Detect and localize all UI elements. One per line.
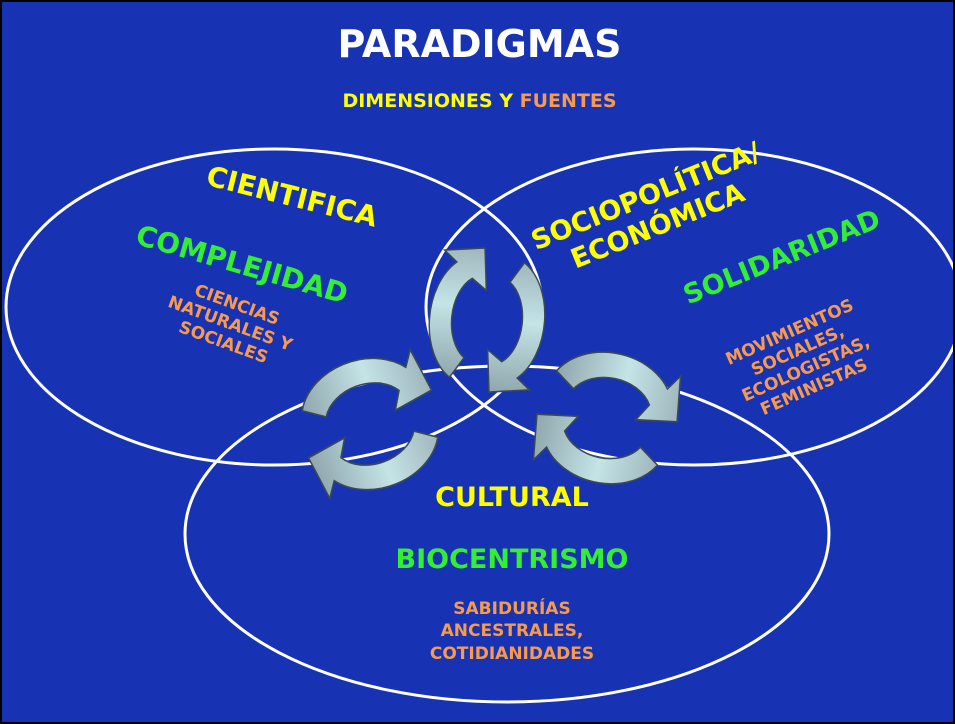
page-title: PARADIGMAS bbox=[337, 22, 622, 66]
subtitle-dimensiones: DIMENSIONES bbox=[342, 90, 493, 112]
ellipse-sociopolitica bbox=[424, 147, 953, 467]
paradigm-biocentrismo: BIOCENTRISMO bbox=[395, 544, 629, 575]
dimension-cultural: CULTURAL bbox=[435, 482, 589, 513]
subtitle-fuentes: FUENTES bbox=[519, 90, 617, 112]
source-cotidianidades: COTIDIANIDADES bbox=[429, 643, 595, 664]
sources-cultural: SABIDURÍAS ANCESTRALES, COTIDIANIDADES bbox=[402, 598, 622, 665]
source-ancestrales: ANCESTRALES, bbox=[440, 621, 584, 642]
subtitle: DIMENSIONES Y FUENTES bbox=[2, 90, 953, 112]
source-sabidurias: SABIDURÍAS bbox=[453, 599, 571, 619]
subtitle-y: Y bbox=[499, 90, 513, 112]
cycle-arrows-right bbox=[524, 338, 690, 498]
